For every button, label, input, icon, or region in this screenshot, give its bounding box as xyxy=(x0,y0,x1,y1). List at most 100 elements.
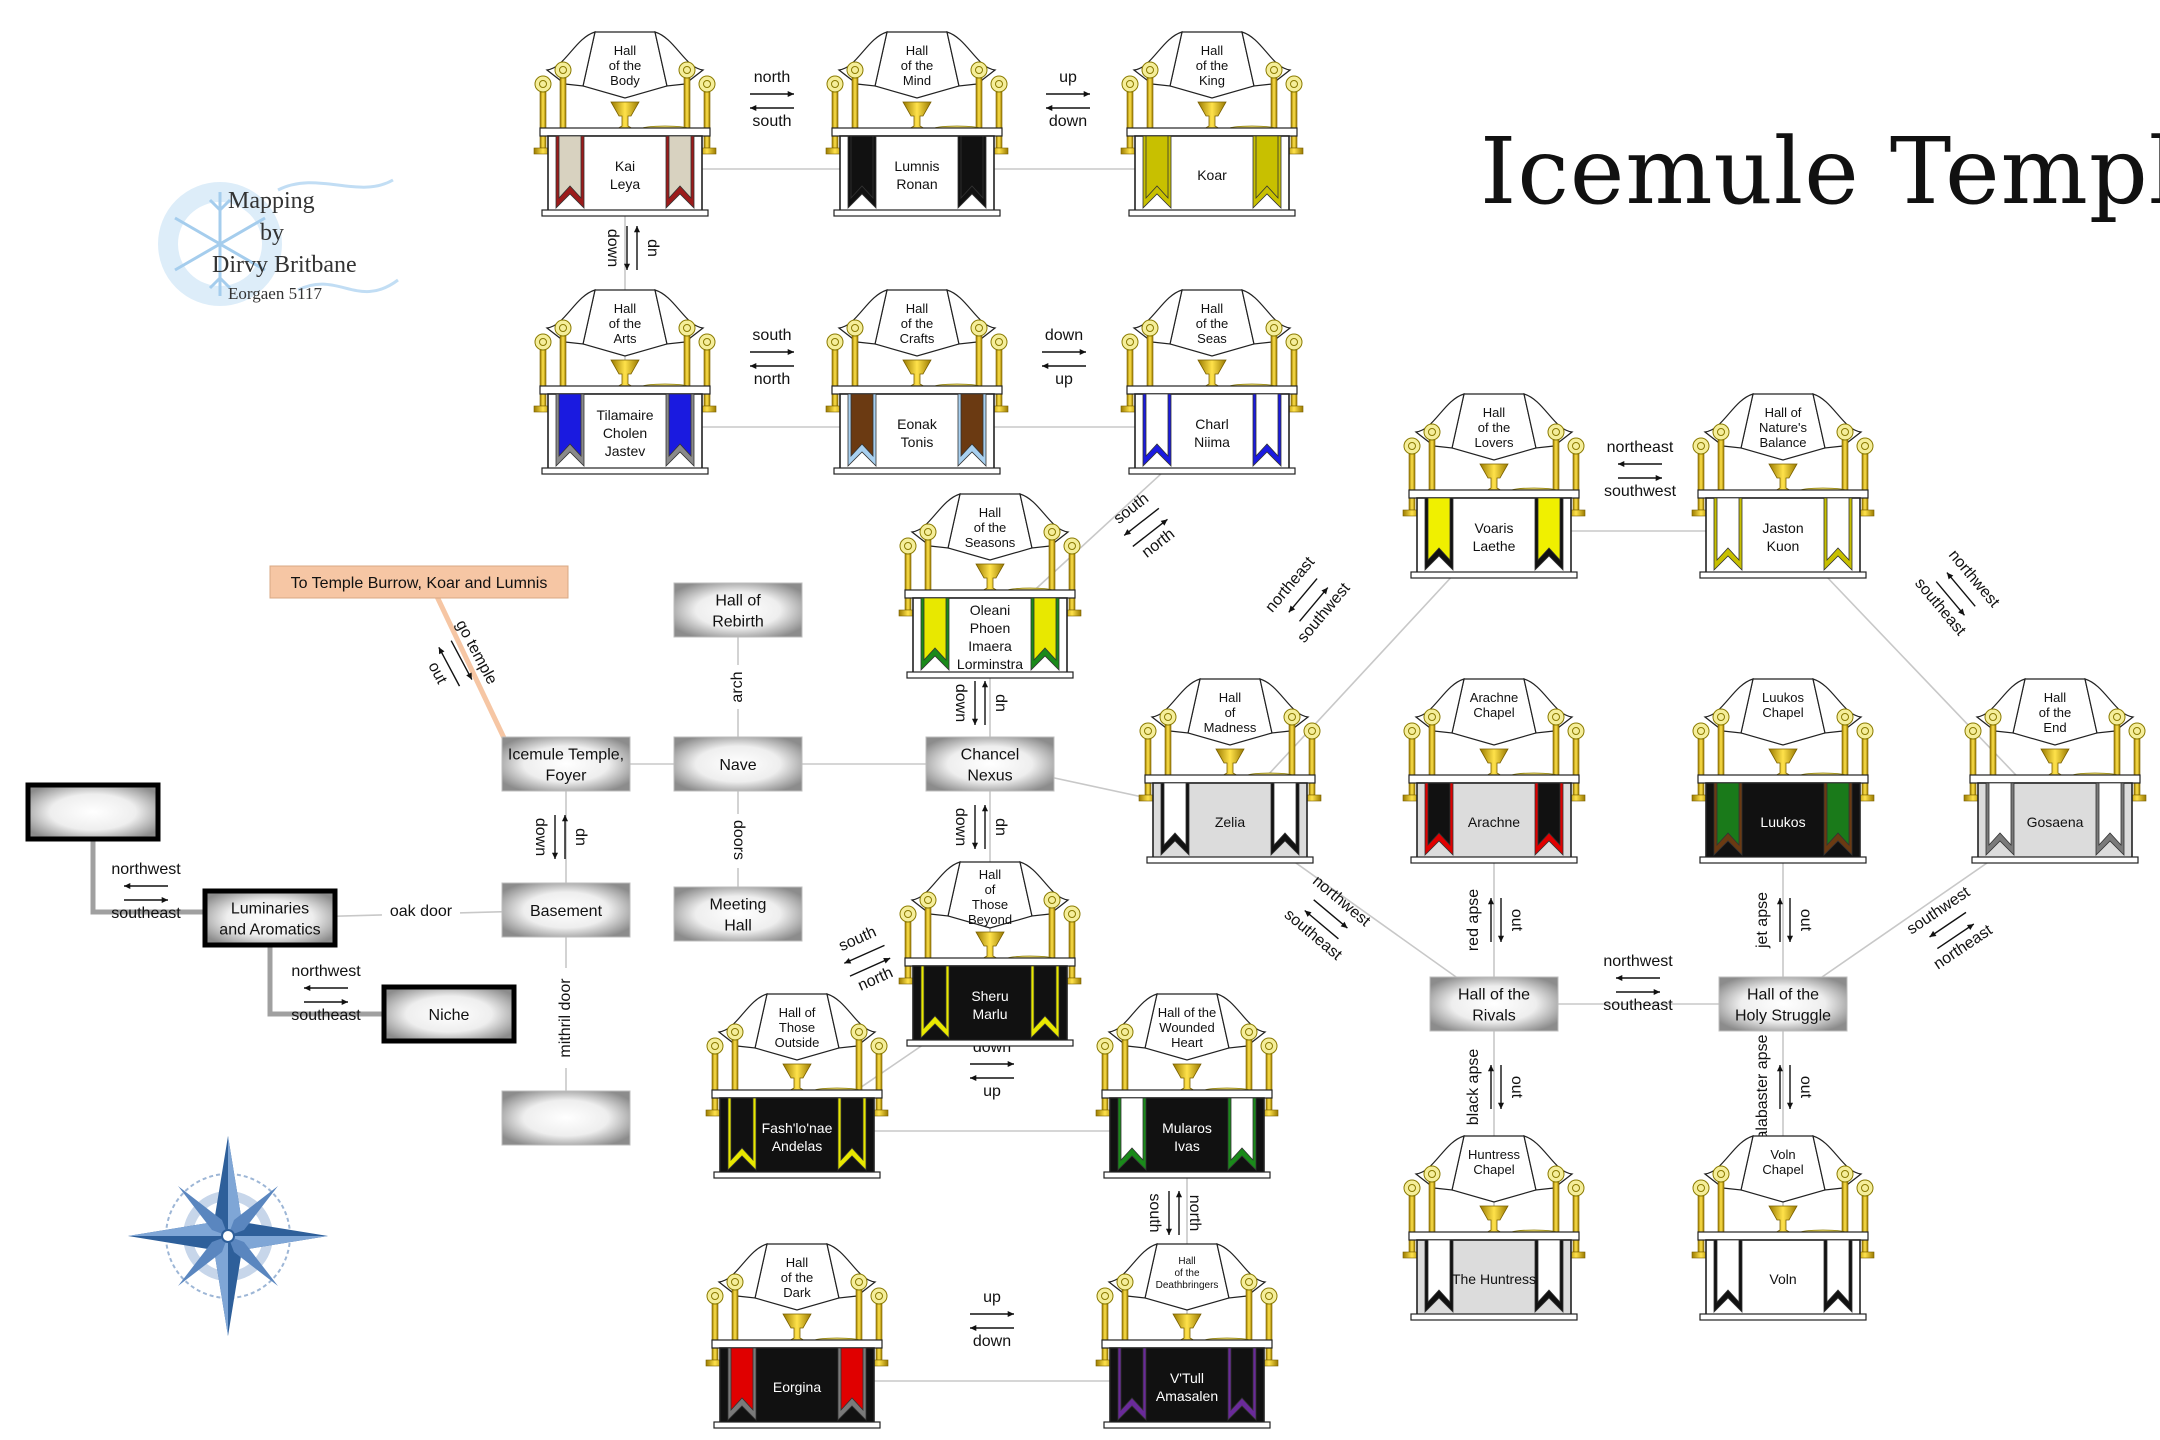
room-label: Hall of xyxy=(715,593,761,610)
shrine-sign-text: of the xyxy=(1196,58,1229,73)
chalice-icon xyxy=(2040,748,2070,778)
edge-label-text: down xyxy=(952,808,969,846)
shrine-deity-name: Imaera xyxy=(968,638,1012,654)
chalice-icon xyxy=(782,1063,812,1093)
room-label: Rivals xyxy=(1472,1008,1516,1025)
shrine-sign-text: of the xyxy=(2039,705,2072,720)
edge-label-text: northwest xyxy=(291,963,361,980)
edge-label-text: down xyxy=(1049,113,1087,130)
room-label: Basement xyxy=(530,903,603,920)
shrine-sign-text: Hall xyxy=(979,867,1002,882)
room-foyer[interactable]: Icemule Temple,Foyer xyxy=(501,736,631,792)
edge-label-text: alabaster apse xyxy=(1754,1034,1771,1139)
edge-label-text: out xyxy=(425,659,451,687)
edge-label-text: dn xyxy=(992,818,1009,836)
shrine-sign-text: Heart xyxy=(1171,1035,1203,1050)
shrine-sign-text: of xyxy=(985,882,996,897)
room-basement[interactable]: Basement xyxy=(501,882,631,938)
chalice-icon xyxy=(1768,1205,1798,1235)
chalice-icon xyxy=(1215,748,1245,778)
shrine-deity-name: Koar xyxy=(1197,167,1227,183)
room-blank2[interactable] xyxy=(501,1090,631,1146)
shrine-deity-name: Sheru xyxy=(971,988,1008,1004)
shrine-deity-name: Voln xyxy=(1769,1271,1796,1287)
shrine-sign-text: Huntress xyxy=(1468,1147,1521,1162)
shrine-deity-name: Laethe xyxy=(1473,538,1516,554)
shrine-deity-name: Phoen xyxy=(970,620,1010,636)
shrine-sign-text: Hall of xyxy=(1765,405,1802,420)
chalice-icon xyxy=(1768,463,1798,493)
edge-label-text: southeast xyxy=(1911,575,1969,640)
shrine-deity-name: Ivas xyxy=(1174,1138,1200,1154)
room-label: and Aromatics xyxy=(219,922,320,939)
edge-label-text: north xyxy=(1139,526,1178,562)
edge-label-text: southeast xyxy=(1281,906,1346,964)
edge-label-text: northwest xyxy=(111,861,181,878)
room-label: Hall of the xyxy=(1747,987,1819,1004)
edge-label-text: black apse xyxy=(1465,1049,1482,1126)
edge-label-text: north xyxy=(754,371,790,388)
shrine-deity-name: Fash'lo'nae xyxy=(762,1120,833,1136)
shrine-sign-text: of the xyxy=(901,316,934,331)
edge-label-text: up xyxy=(983,1289,1001,1306)
edge-label-luminaries_blank: northwest southeast xyxy=(111,861,181,922)
shrine-deity-name: Tonis xyxy=(901,434,934,450)
room-niche[interactable]: Niche xyxy=(381,984,517,1044)
room-blank1[interactable] xyxy=(25,782,161,842)
burrow-exit-label[interactable]: To Temple Burrow, Koar and Lumnis xyxy=(269,565,569,599)
shrine-sign-text: Nature's xyxy=(1759,420,1808,435)
edge-label-text: north xyxy=(754,69,790,86)
credit-line-1: Mapping xyxy=(228,188,315,214)
shrine-sign-text: of the xyxy=(974,520,1007,535)
shrine-sign-text: Hall xyxy=(1483,405,1506,420)
edge-label-text: southeast xyxy=(111,905,181,922)
room-nave[interactable]: Nave xyxy=(673,736,803,792)
shrine-sign-text: of the xyxy=(609,58,642,73)
shrine-sign-text: of the xyxy=(1174,1268,1199,1279)
shrine-sign-text: Chapel xyxy=(1473,705,1514,720)
shrine-sign-text: Hall xyxy=(906,301,929,316)
edge-label-text: south xyxy=(1111,490,1152,527)
shrine-sign-text: End xyxy=(2043,720,2066,735)
edge-label-text: dn xyxy=(572,828,589,846)
edge-label-nave_rebirth: arch xyxy=(724,665,752,709)
edge-label-text: doors xyxy=(730,820,747,860)
